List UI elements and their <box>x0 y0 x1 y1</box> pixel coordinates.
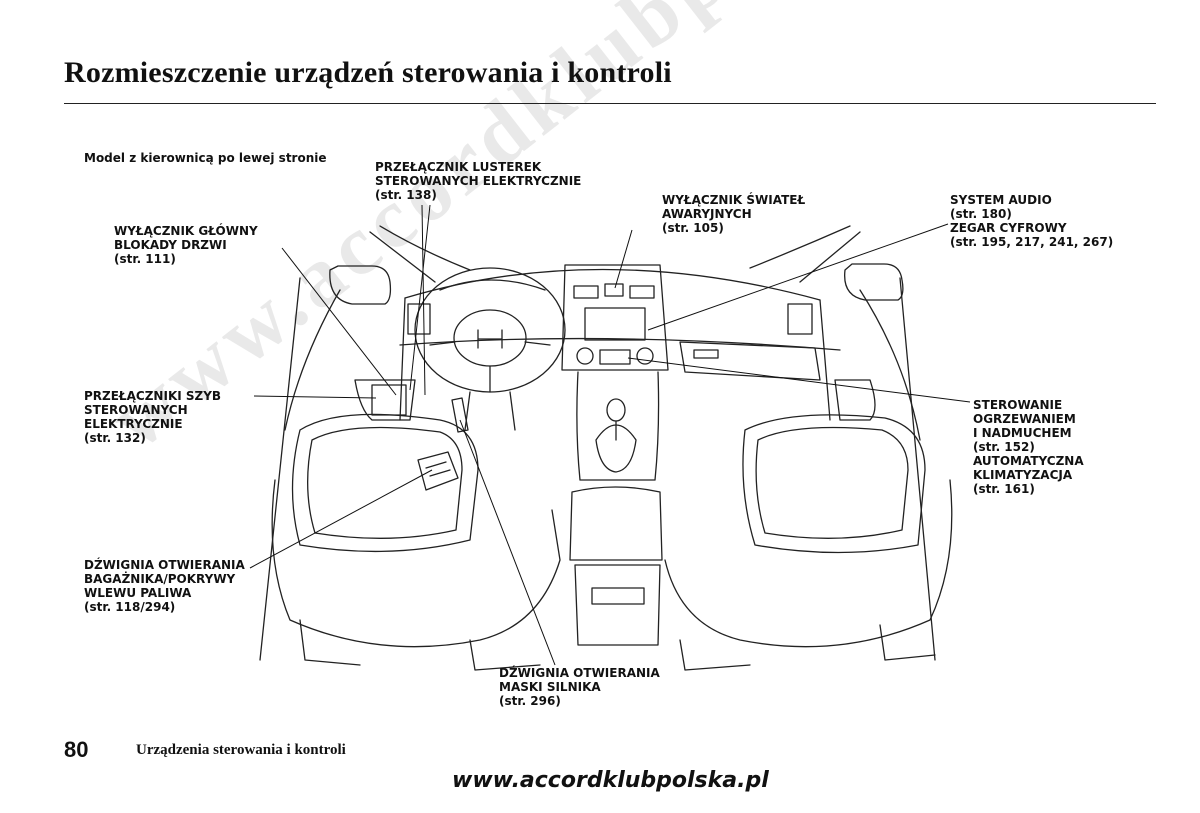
driver-seat-base <box>299 619 541 671</box>
model-subheading: Model z kierownicą po lewej stronie <box>84 151 327 165</box>
hood-release <box>451 397 469 433</box>
vent-left <box>573 285 599 299</box>
trunk-release <box>417 451 459 491</box>
right-vent <box>787 303 813 335</box>
right-a-pillar-inner <box>859 289 921 441</box>
right-mirror <box>844 263 904 301</box>
right-roof-line <box>899 277 936 661</box>
passenger-seat-inner <box>755 426 909 539</box>
left-mirror <box>329 265 392 305</box>
honda-logo <box>477 329 503 349</box>
callout-hood-release: DŹWIGNIA OTWIERANIA MASKI SILNIKA (str. … <box>499 666 660 708</box>
wheel-spokes <box>429 341 551 393</box>
callout-trunk-release: DŹWIGNIA OTWIERANIA BAGAŻNIKA/POKRYWY WL… <box>84 558 245 614</box>
hazard-button <box>604 283 624 297</box>
vent-right <box>629 285 655 299</box>
callout-mirror-switch: PRZEŁĄCZNIK LUSTEREK STEROWANYCH ELEKTRY… <box>375 160 582 202</box>
passenger-seat-cushion <box>664 479 953 648</box>
callout-audio-clock: SYSTEM AUDIO (str. 180) ZEGAR CYFROWY (s… <box>950 193 1114 249</box>
leader-mirrors <box>409 204 431 391</box>
rear-console <box>574 564 661 646</box>
callout-power-windows: PRZEŁĄCZNIKI SZYB STEROWANYCH ELEKTRYCZN… <box>84 389 222 445</box>
rear-console-slot <box>591 587 645 605</box>
steering-column <box>464 391 516 431</box>
trunk-release-detail <box>425 461 451 477</box>
title-rule <box>64 103 1156 104</box>
climate-knob-left <box>576 347 594 365</box>
section-name: Urządzenia sterowania i kontroli <box>136 742 346 758</box>
passenger-seat-base <box>679 624 936 671</box>
dash-edge-right <box>819 299 831 421</box>
instrument-cluster <box>439 279 546 291</box>
driver-seat-inner <box>307 426 463 539</box>
climate-panel <box>599 349 631 365</box>
callout-climate-control: STEROWANIE OGRZEWANIEM I NADMUCHEM (str.… <box>973 398 1084 496</box>
leader-master-lock <box>281 247 397 396</box>
left-roof-line <box>259 277 301 661</box>
leader-hood <box>459 419 556 666</box>
glovebox-handle <box>693 349 719 359</box>
callout-master-lock: WYŁĄCZNIK GŁÓWNY BLOKADY DRZWI (str. 111… <box>114 224 258 266</box>
left-pillar <box>369 225 471 283</box>
leader-windows <box>253 395 377 399</box>
glovebox <box>679 341 821 381</box>
leader-audio <box>647 223 949 331</box>
leader-trunk <box>249 469 433 569</box>
audio-display <box>584 307 646 341</box>
passenger-seat-back <box>742 414 926 554</box>
leader-climate <box>627 357 971 403</box>
climate-knob-right <box>636 347 654 365</box>
leader-hazard <box>614 229 633 289</box>
driver-seat-cushion <box>271 479 561 648</box>
armrest <box>569 486 663 561</box>
page-number: 80 <box>64 737 89 762</box>
page-title: Rozmieszczenie urządzeń sterowania i kon… <box>64 56 672 89</box>
center-stack <box>561 264 669 371</box>
console <box>576 371 660 481</box>
right-pillar <box>749 225 861 283</box>
driver-door-panel <box>354 379 416 421</box>
dash-edge-left <box>399 297 406 421</box>
passenger-door-panel <box>834 379 876 421</box>
shift-knob <box>606 398 626 422</box>
site-url: www.accordklubpolska.pl <box>452 768 769 793</box>
callout-hazard-switch: WYŁĄCZNIK ŚWIATEŁ AWARYJNYCH (str. 105) <box>662 193 806 235</box>
left-a-pillar-inner <box>284 289 341 431</box>
steering-hub <box>453 309 527 367</box>
leader-mirrors-2 <box>421 204 426 396</box>
driver-seat-back <box>291 413 479 553</box>
